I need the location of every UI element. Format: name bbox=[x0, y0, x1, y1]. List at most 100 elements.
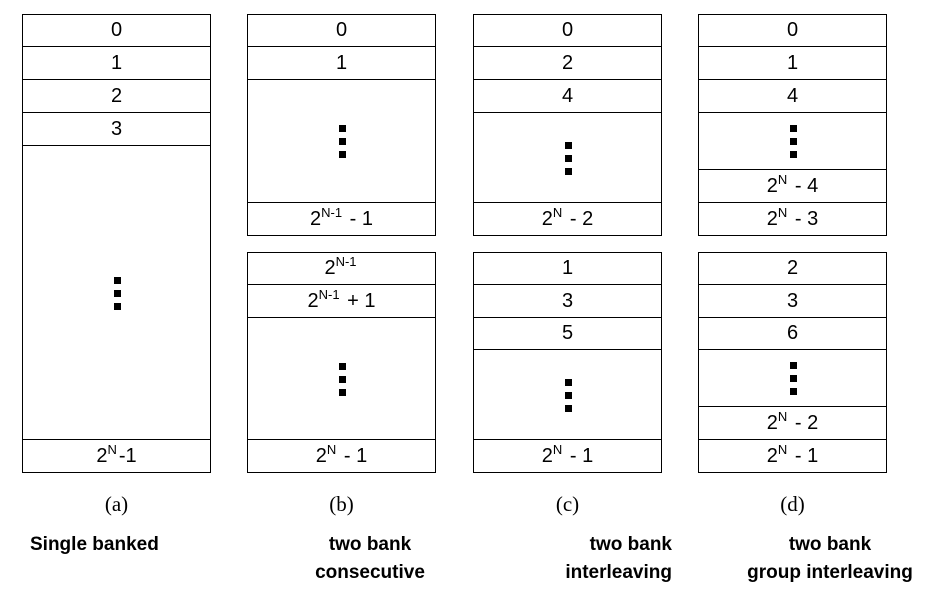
caption-line: two bank bbox=[589, 534, 672, 555]
address-base: 2 bbox=[541, 208, 553, 230]
address-suffix: - 1 bbox=[338, 445, 368, 467]
caption-line: two bank bbox=[788, 534, 872, 555]
address-suffix: + 1 bbox=[341, 289, 376, 312]
address-cell: 1 bbox=[699, 47, 886, 80]
sublabel-a: (a) bbox=[104, 492, 129, 516]
address-exponent: N bbox=[107, 442, 117, 457]
address-base: 4 bbox=[786, 84, 799, 107]
sublabel-b: (b) bbox=[329, 492, 354, 516]
address-base: 4 bbox=[561, 84, 574, 107]
caption-line: group interleaving bbox=[747, 562, 913, 583]
address-exponent: N bbox=[326, 442, 337, 457]
address-cell: 6 bbox=[699, 318, 886, 350]
address-base: 2 bbox=[324, 256, 336, 279]
address-base: 2 bbox=[307, 289, 319, 312]
address-cell: 0 bbox=[23, 14, 210, 47]
sublabel-d: (d) bbox=[780, 492, 805, 516]
address-suffix: - 3 bbox=[789, 208, 819, 230]
vertical-ellipsis-icon bbox=[338, 125, 346, 164]
ellipsis-cell bbox=[23, 146, 210, 440]
address-exponent: N bbox=[777, 408, 788, 424]
ellipsis-cell bbox=[248, 318, 435, 440]
address-suffix: - 1 bbox=[564, 445, 594, 467]
address-cell: 0 bbox=[474, 14, 661, 47]
address-base: 3 bbox=[786, 289, 799, 312]
address-base: 5 bbox=[561, 322, 574, 344]
address-base: 2 bbox=[766, 208, 778, 230]
address-base: 6 bbox=[786, 322, 799, 344]
ellipsis-cell bbox=[699, 113, 886, 170]
address-suffix: -1 bbox=[118, 445, 137, 467]
vertical-ellipsis-icon bbox=[789, 125, 797, 164]
address-cell: 3 bbox=[474, 285, 661, 318]
caption-d: two bank group interleaving bbox=[730, 531, 930, 587]
address-suffix: - 1 bbox=[789, 445, 819, 467]
caption-line: Single banked bbox=[30, 534, 159, 555]
caption-a: Single banked bbox=[30, 531, 230, 559]
ellipsis-cell bbox=[699, 350, 886, 407]
ellipsis-cell bbox=[474, 113, 661, 203]
address-base: 0 bbox=[110, 18, 123, 41]
address-exponent: N bbox=[552, 442, 563, 457]
address-exponent: N-1 bbox=[321, 205, 343, 220]
address-exponent: N bbox=[777, 205, 788, 220]
address-base: 1 bbox=[561, 256, 574, 279]
address-exponent: N-1 bbox=[335, 253, 357, 269]
address-exponent: N bbox=[777, 442, 788, 457]
caption-line: interleaving bbox=[565, 562, 672, 583]
sublabel-c: (c) bbox=[555, 492, 580, 516]
address-cell: 4 bbox=[699, 80, 886, 113]
address-base: 2 bbox=[110, 84, 123, 107]
address-base: 2 bbox=[766, 411, 778, 434]
address-base: 2 bbox=[766, 445, 778, 467]
address-base: 2 bbox=[786, 256, 799, 279]
address-suffix: - 2 bbox=[789, 411, 819, 434]
address-cell: 3 bbox=[23, 113, 210, 146]
caption-c: two bank interleaving bbox=[540, 531, 672, 587]
vertical-ellipsis-icon bbox=[789, 362, 797, 401]
address-base: 3 bbox=[110, 117, 123, 140]
vertical-ellipsis-icon bbox=[338, 362, 346, 402]
address-exponent: N-1 bbox=[318, 286, 340, 302]
address-cell: 1 bbox=[474, 252, 661, 285]
address-base: 0 bbox=[561, 18, 574, 41]
address-exponent: N bbox=[777, 171, 788, 187]
address-base: 2 bbox=[315, 445, 327, 467]
address-cell: 1 bbox=[248, 47, 435, 80]
caption-line: consecutive bbox=[315, 562, 425, 583]
address-cell: 5 bbox=[474, 318, 661, 350]
address-base: 0 bbox=[335, 18, 348, 41]
address-cell: 4 bbox=[474, 80, 661, 113]
address-suffix: - 2 bbox=[564, 208, 594, 230]
address-base: 2 bbox=[96, 445, 108, 467]
address-base: 2 bbox=[541, 445, 553, 467]
address-base: 0 bbox=[786, 18, 799, 41]
address-cell: 2 bbox=[23, 80, 210, 113]
address-base: 2 bbox=[310, 208, 322, 230]
vertical-ellipsis-icon bbox=[564, 378, 572, 418]
address-base: 2 bbox=[766, 174, 778, 197]
vertical-ellipsis-icon bbox=[564, 141, 572, 181]
address-suffix: - 4 bbox=[789, 174, 819, 197]
address-base: 1 bbox=[786, 51, 799, 74]
address-suffix: - 1 bbox=[344, 208, 373, 230]
address-cell: 0 bbox=[248, 14, 435, 47]
address-base: 2 bbox=[561, 51, 574, 74]
address-exponent: N bbox=[552, 205, 563, 220]
